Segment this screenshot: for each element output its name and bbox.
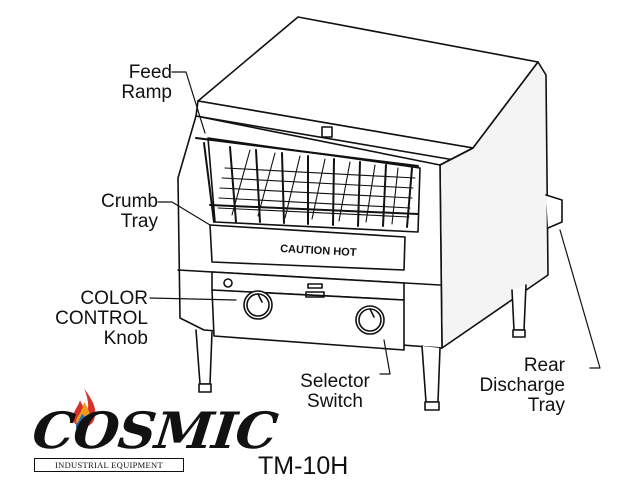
leg-front-right [421, 345, 441, 403]
label-rear-discharge-tray: Rear Discharge Tray [479, 355, 565, 416]
label-crumb-tray: Crumb Tray [100, 191, 158, 232]
label-feed-ramp: Feed Ramp [121, 62, 172, 103]
crumb-tray [209, 224, 406, 271]
label-color-control-knob: COLOR CONTROL Knob [55, 288, 148, 349]
logo-tagline: INDUSTRIAL EQUIPMENT [34, 458, 184, 472]
caution-hot-text: CAUTION HOT [280, 243, 357, 259]
model-name: TM-10H [258, 452, 349, 480]
selector-switch-knob [355, 305, 385, 335]
logo-wordmark: COSMIC [29, 401, 280, 460]
color-control-knob [243, 290, 273, 320]
feed-ramp-rack [195, 137, 419, 228]
label-selector-switch: Selector Switch [300, 371, 370, 412]
leader-lines [149, 71, 601, 375]
leg-front-left [195, 329, 213, 385]
rear-discharge-tray [545, 194, 563, 229]
leg-rear-right [511, 284, 527, 331]
flame-logo-icon [72, 388, 96, 431]
